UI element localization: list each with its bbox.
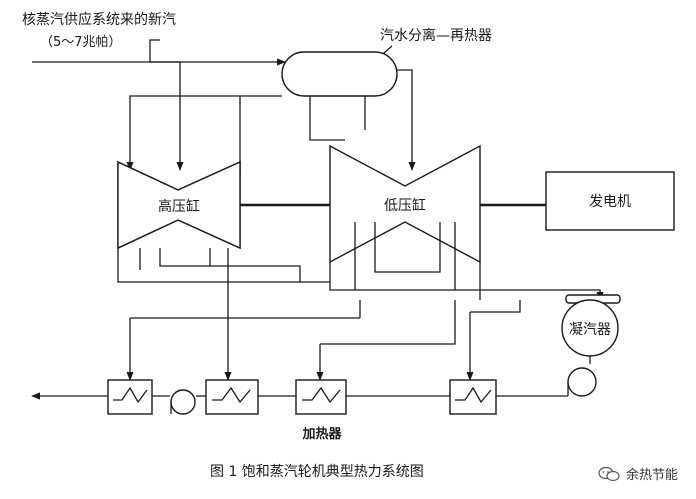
heater-3 bbox=[295, 379, 347, 415]
hp-exhaust-to-separator bbox=[126, 95, 282, 171]
separator-reheater-label: 汽水分离—再热器 bbox=[380, 27, 492, 44]
steam-source-label: 核蒸汽供应系统来的新汽 bbox=[22, 11, 176, 28]
condenser-label: 凝汽器 bbox=[569, 322, 611, 338]
hp-cylinder-label: 高压缸 bbox=[158, 198, 200, 215]
watermark: 余热节能 bbox=[598, 464, 678, 483]
heater-1-coil-icon bbox=[113, 386, 148, 404]
heater-4-coil-icon bbox=[455, 386, 492, 404]
generator-label: 发电机 bbox=[589, 194, 631, 210]
heater-2-coil-icon bbox=[212, 386, 251, 404]
reheated-steam-to-lp bbox=[397, 69, 416, 171]
feed-pump bbox=[170, 389, 196, 415]
heater-1 bbox=[107, 379, 153, 415]
condensate-pump bbox=[567, 367, 597, 397]
separator-reheater bbox=[281, 51, 398, 97]
lp-cylinder-label: 低压缸 bbox=[384, 197, 426, 214]
heater-2 bbox=[205, 379, 259, 415]
hp-steam-inlet bbox=[150, 61, 184, 171]
wechat-icon bbox=[598, 466, 620, 481]
steam-pressure-label: （5～7兆帕） bbox=[40, 35, 122, 50]
heater-label: 加热器 bbox=[301, 426, 342, 442]
figure-caption: 图 1 饱和蒸汽轮机典型热力系统图 bbox=[210, 464, 424, 480]
heater-4 bbox=[449, 379, 497, 415]
generator bbox=[545, 171, 675, 231]
watermark-text: 余热节能 bbox=[625, 468, 678, 483]
heater-3-coil-icon bbox=[302, 386, 341, 404]
lp-exhaust-to-condenser bbox=[329, 262, 604, 301]
